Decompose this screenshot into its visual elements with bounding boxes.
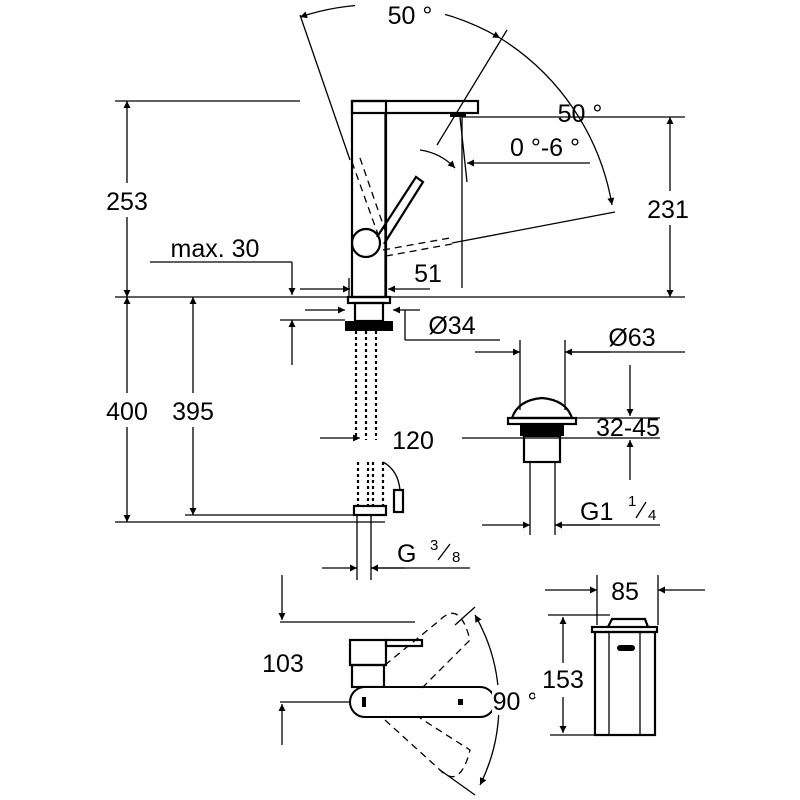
dim-103: 103 [262,650,304,678]
angle-50-right: 50 ° [558,100,603,128]
dim-g-3-8-den: 8 [452,549,460,566]
dim-g-3-8-num: 3 [430,537,438,554]
dimension-395: 395 [166,297,360,516]
dim-diameter-34: Ø34 [428,312,475,340]
angle-0-6: 0 °-6 ° [510,134,580,162]
dim-g-3-8-main: G [397,540,416,568]
waste-valve: Ø63 32-45 G1 1 4 [462,324,685,535]
angle-90: 90 ° [493,688,538,716]
dimension-max30-51: max. 30 51 [150,235,442,297]
dim-253: 253 [106,188,148,216]
faucet-top-view: 103 90 ° [258,575,538,796]
dim-diameter-63: Ø63 [608,324,655,352]
dim-153: 153 [542,666,584,694]
dim-51: 51 [414,260,442,288]
dim-max-30: max. 30 [171,235,260,263]
dim-g1-main: G1 [580,498,613,526]
faucet-front-view: 85 153 [535,575,705,737]
dim-g1-num: 1 [628,493,636,510]
dim-395: 395 [172,398,214,426]
dimension-253-400: 253 400 [100,101,156,522]
mounting-and-hoses: Ø34 120 G 3 8 [280,295,500,580]
dim-85: 85 [611,578,639,606]
dim-400: 400 [106,398,148,426]
dim-32-45: 32-45 [596,414,660,442]
dimension-231: 231 [640,117,700,297]
reference-lines [115,100,685,523]
angle-arcs: 50 ° 50 ° 0 °-6 ° [299,0,615,206]
dim-120: 120 [392,427,434,455]
dim-231: 231 [647,196,689,224]
dim-g1-den: 4 [648,507,656,524]
angle-50-top: 50 ° [388,2,433,30]
faucet-side-view [299,14,616,299]
